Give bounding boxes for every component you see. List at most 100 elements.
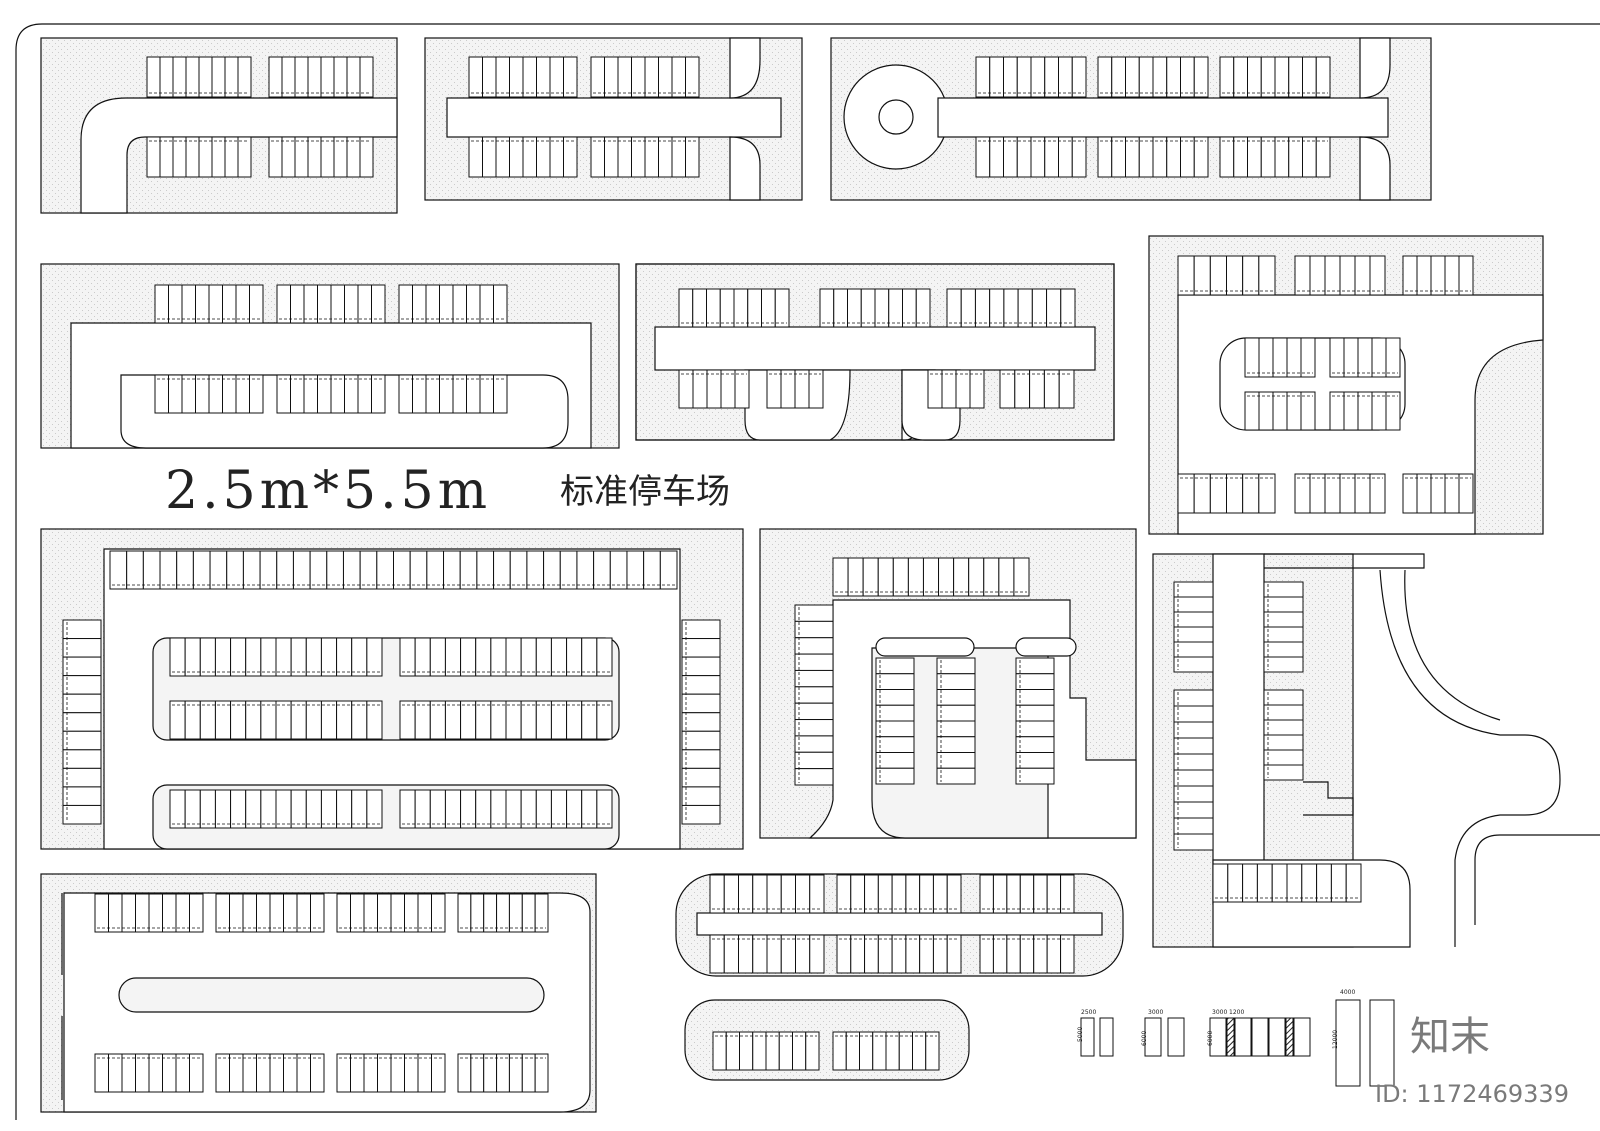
parking-stall: [1258, 255, 1276, 296]
parking-stall: [535, 789, 552, 829]
parking-stall: [1263, 596, 1304, 613]
stall-row: [1219, 56, 1331, 98]
parking-stall: [169, 637, 186, 677]
parking-stall: [681, 730, 721, 751]
stall-row: [1219, 136, 1331, 178]
parking-stall: [681, 712, 721, 732]
stall-row: [457, 1053, 549, 1093]
parking-stall: [1371, 337, 1387, 378]
parking-stall: [681, 786, 721, 806]
stall-row: [169, 789, 383, 829]
parking-stall: [466, 374, 481, 414]
parking-stall: [521, 893, 536, 933]
parking-stall: [62, 712, 102, 732]
parking-stall: [794, 604, 834, 622]
stall-row: [154, 284, 264, 324]
parking-stall: [235, 374, 250, 414]
stall-row: [146, 136, 252, 178]
parking-stall: [875, 704, 915, 722]
parking-stall: [399, 700, 416, 740]
legend-dim-1: 2500: [1081, 1009, 1096, 1016]
parking-stall: [1244, 337, 1260, 378]
parking-stall: [1263, 626, 1304, 643]
parking-stall: [875, 657, 915, 675]
parking-stall: [1173, 641, 1214, 658]
parking-stall: [508, 893, 523, 933]
parking-stall: [1263, 581, 1304, 598]
stall-row: [946, 288, 1076, 328]
parking-stall: [535, 637, 552, 677]
parking-stall: [1125, 136, 1140, 178]
parking-stall: [1430, 473, 1446, 514]
parking-stall: [290, 637, 307, 677]
parking-stall: [738, 934, 754, 974]
parking-stall: [275, 637, 292, 677]
parking-stall: [303, 284, 318, 324]
parking-stall: [550, 789, 568, 829]
parking-stall: [211, 56, 226, 98]
parking-stall: [780, 369, 796, 409]
parking-stall: [429, 637, 446, 677]
parking-stall: [794, 620, 834, 639]
parking-stall: [1444, 473, 1460, 514]
parking-stall: [1016, 136, 1032, 178]
parking-stall: [1044, 136, 1059, 178]
parking-stall: [94, 1053, 109, 1093]
parking-stall: [1309, 255, 1326, 296]
parking-stall: [1173, 721, 1214, 739]
stall-row: [1329, 337, 1401, 378]
parking-stall: [62, 767, 102, 788]
parking-stall: [229, 1053, 244, 1093]
parking-stall: [936, 736, 976, 753]
parking-stall: [444, 637, 462, 677]
parking-stall: [845, 1031, 860, 1071]
parking-stall: [126, 550, 144, 590]
parking-stall: [536, 136, 551, 178]
parking-stall: [1173, 753, 1214, 771]
parking-stall: [1416, 255, 1432, 296]
parking-stall: [794, 637, 834, 655]
parking-stall: [738, 874, 754, 914]
stall-row: [268, 56, 374, 98]
parking-stall: [195, 374, 210, 414]
parking-stall: [148, 893, 163, 933]
parking-stall: [819, 288, 835, 328]
parking-stall: [1263, 719, 1304, 736]
parking-stall: [946, 288, 962, 328]
parking-stall: [766, 874, 782, 914]
stall-row: [1402, 255, 1474, 296]
stall-row: [766, 369, 824, 409]
stall-row: [927, 369, 985, 409]
parking-stall: [268, 136, 283, 178]
parking-stall: [377, 893, 392, 933]
parking-stall: [1173, 769, 1214, 787]
parking-stall: [452, 374, 467, 414]
sheet-border: [15, 23, 1600, 1120]
stall-row: [836, 934, 962, 974]
parking-stall: [706, 288, 721, 328]
parking-stall: [1263, 656, 1304, 673]
parking-stall: [1286, 337, 1302, 378]
parking-stall: [460, 700, 477, 740]
parking-stall: [1263, 689, 1304, 706]
parking-stall: [1043, 369, 1060, 409]
parking-stall: [1271, 863, 1288, 903]
parking-stall: [1247, 136, 1262, 178]
parking-stall: [969, 369, 985, 409]
parking-stall: [912, 1031, 927, 1071]
parking-stall: [414, 637, 431, 677]
parking-stall: [412, 374, 427, 414]
parking-stall: [305, 637, 322, 677]
parking-stall: [336, 789, 353, 829]
parking-stall: [520, 789, 537, 829]
parking-stall: [859, 1031, 874, 1071]
stall-row: [819, 288, 931, 328]
parking-stall: [1315, 56, 1331, 98]
parking-stall: [644, 136, 659, 178]
parking-stall: [184, 700, 201, 740]
parking-stall: [296, 893, 311, 933]
parking-stall: [495, 136, 510, 178]
parking-stall: [1315, 136, 1331, 178]
parking-stall: [1058, 136, 1073, 178]
parking-stall: [1233, 136, 1248, 178]
